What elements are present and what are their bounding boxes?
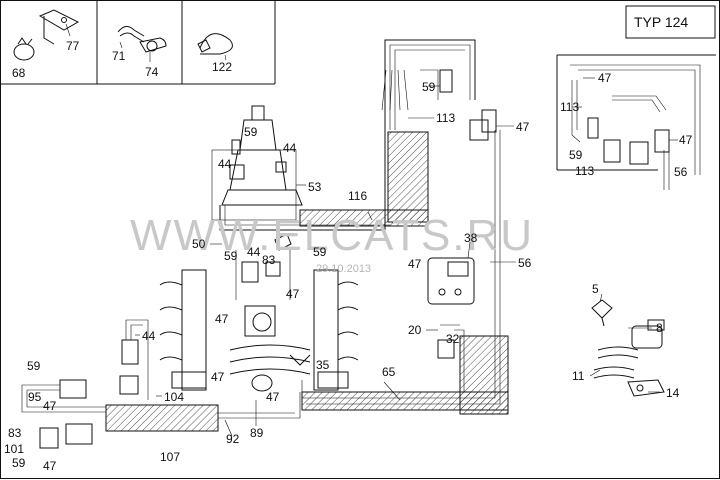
label-101: 101 — [4, 442, 24, 456]
label-44-dist-b: 44 — [283, 141, 297, 155]
label-44-mid: 44 — [247, 245, 261, 259]
watermark-date: 29.10.2013 — [316, 263, 371, 275]
left-hoses — [21, 319, 301, 449]
label-35: 35 — [316, 358, 330, 372]
type-label: TYP 124 — [634, 14, 688, 30]
engine-block-right — [313, 269, 359, 391]
label-47-left-a: 47 — [43, 399, 57, 413]
label-8: 8 — [656, 321, 663, 335]
hose-clip-68-icon — [13, 37, 35, 61]
label-5: 5 — [592, 282, 599, 296]
label-116: 116 — [348, 189, 367, 203]
label-59-dist: 59 — [244, 125, 258, 139]
label-113-inset-b: 113 — [575, 164, 594, 178]
label-47-mid: 47 — [286, 287, 300, 301]
label-71: 71 — [112, 49, 126, 63]
label-47-top: 47 — [516, 120, 530, 134]
heat-shield-65b — [301, 391, 509, 411]
label-59-left-b: 59 — [12, 456, 26, 470]
label-47-left-b: 47 — [43, 459, 57, 473]
label-32: 32 — [446, 332, 460, 346]
label-47-inset-b: 47 — [679, 133, 693, 147]
hose-clamp-71-icon — [117, 26, 145, 49]
heat-shield-116a — [387, 131, 429, 223]
leader-lines — [135, 77, 678, 437]
type-box — [625, 5, 716, 39]
label-59-top: 59 — [422, 80, 436, 94]
label-68: 68 — [12, 66, 26, 80]
label-65: 65 — [382, 365, 396, 379]
label-113-top: 113 — [436, 111, 455, 125]
engine-block-left — [159, 269, 207, 391]
label-38: 38 — [464, 231, 478, 245]
label-47-inset-a: 47 — [598, 71, 612, 85]
inset-panel — [556, 54, 716, 190]
label-56: 56 — [518, 256, 532, 270]
label-59-left-a: 59 — [27, 359, 41, 373]
label-47-mid-b: 47 — [215, 312, 229, 326]
distributor-unit — [211, 105, 303, 221]
heat-shield-116b — [299, 209, 429, 227]
label-59-inset: 59 — [569, 148, 583, 162]
label-77: 77 — [66, 39, 80, 53]
label-107: 107 — [160, 450, 180, 464]
label-59-mid-b: 59 — [313, 245, 327, 259]
label-89: 89 — [250, 426, 264, 440]
label-44-dist-a: 44 — [218, 157, 232, 171]
heat-shield-107 — [105, 404, 219, 432]
valve-32 — [437, 324, 465, 392]
valve-bracket-38 — [427, 257, 475, 305]
label-50: 50 — [192, 237, 206, 251]
label-74: 74 — [145, 65, 159, 79]
label-56-inset: 56 — [674, 165, 688, 179]
cable-tie-122-icon — [197, 33, 233, 61]
label-47-right: 47 — [408, 257, 422, 271]
valve-assembly-8 — [593, 319, 665, 397]
label-83-left: 83 — [8, 426, 22, 440]
label-47-lower: 47 — [211, 370, 225, 384]
label-113-inset-a: 113 — [560, 100, 579, 114]
label-59-mid: 59 — [224, 249, 238, 263]
intake-assembly — [229, 233, 311, 392]
label-104: 104 — [164, 390, 184, 404]
main-hoses — [219, 39, 501, 330]
sensor-5 — [591, 299, 613, 327]
label-53: 53 — [308, 180, 322, 194]
label-20: 20 — [408, 323, 422, 337]
hose-clamp-74-icon — [139, 37, 167, 62]
label-47-lower-b: 47 — [266, 390, 280, 404]
bracket-77-icon — [38, 9, 80, 45]
label-44-left: 44 — [142, 329, 156, 343]
label-83-mid: 83 — [262, 253, 276, 267]
label-95: 95 — [28, 390, 42, 404]
label-11: 11 — [572, 369, 585, 383]
label-92: 92 — [226, 432, 240, 446]
label-122: 122 — [212, 60, 232, 74]
label-14: 14 — [666, 386, 680, 400]
watermark-site: WWW.ELCATS.RU — [130, 211, 534, 260]
